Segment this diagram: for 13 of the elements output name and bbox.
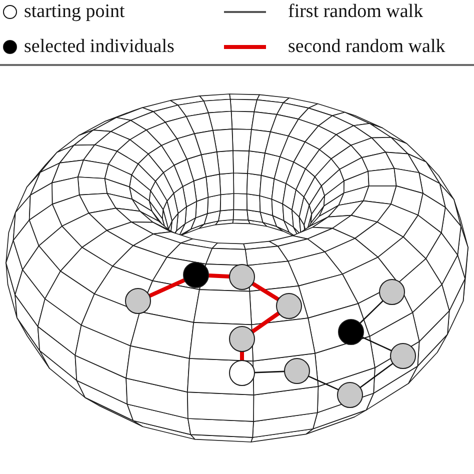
legend-label: first random walk xyxy=(288,1,424,23)
legend-label: selected individuals xyxy=(24,36,174,58)
connector-line xyxy=(362,336,392,352)
connector-line xyxy=(360,362,394,388)
thick-connector xyxy=(251,312,280,334)
connector-line xyxy=(254,370,285,374)
thick-connector xyxy=(208,274,230,278)
legend-label: second random walk xyxy=(288,36,446,58)
legend-label: starting point xyxy=(24,1,125,23)
connector-line xyxy=(360,300,384,324)
connector-line xyxy=(308,376,339,390)
thick-connector xyxy=(252,282,280,302)
thick-connector xyxy=(148,278,186,298)
